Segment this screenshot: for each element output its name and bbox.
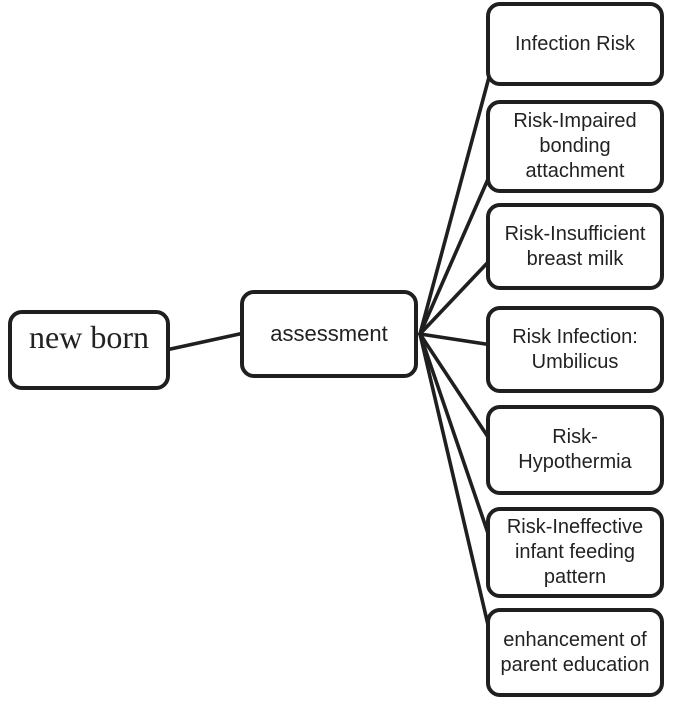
- connector-line: [418, 256, 494, 336]
- node-risk-insufficient-breast-milk: Risk-Insufficient breast milk: [486, 203, 664, 290]
- connector-line: [418, 168, 494, 336]
- node-risk-hypothermia: Risk-Hypothermia: [486, 405, 664, 495]
- node-new-born: new born: [8, 310, 170, 390]
- connector-line: [418, 332, 494, 445]
- connector-line: [418, 64, 494, 336]
- node-risk-infection-umbilicus: Risk Infection: Umbilicus: [486, 306, 664, 393]
- connector-line: [418, 332, 494, 347]
- connector-line: [418, 332, 494, 547]
- connector-line: [164, 331, 246, 352]
- node-risk-impaired-bonding-attachment: Risk-Impaired bonding attachment: [486, 100, 664, 193]
- connector-line: [418, 332, 494, 644]
- node-enhancement-of-parent-education: enhancement of parent education: [486, 608, 664, 697]
- node-assessment: assessment: [240, 290, 418, 378]
- node-infection-risk: Infection Risk: [486, 2, 664, 86]
- node-risk-ineffective-infant-feeding-pattern: Risk-Ineffective infant feeding pattern: [486, 507, 664, 598]
